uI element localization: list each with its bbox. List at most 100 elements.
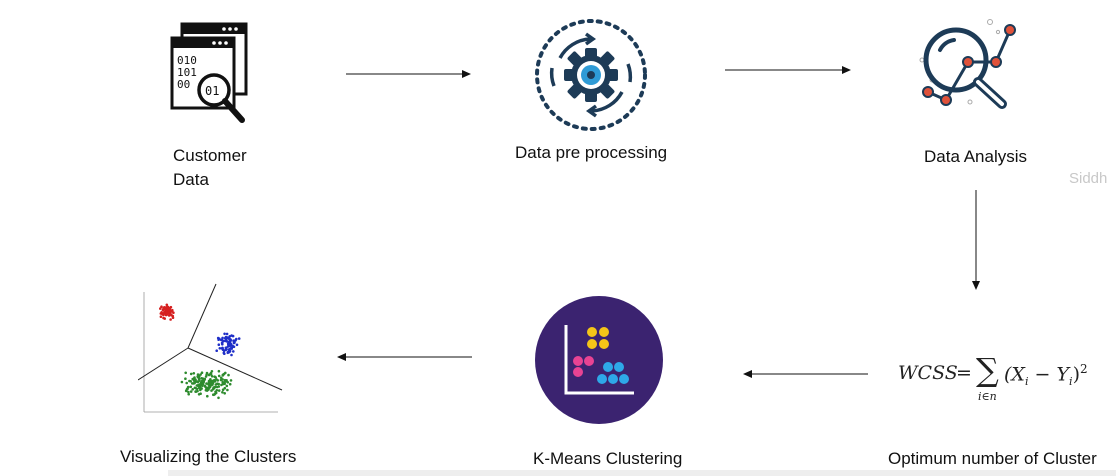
scatter-point: [224, 346, 228, 350]
scatter-point: [226, 388, 229, 392]
scatter-point: [219, 378, 223, 382]
scatter-point: [213, 375, 216, 378]
database-search-icon: 010 101 00 01: [170, 22, 248, 123]
scatter-point: [187, 390, 190, 394]
scatter-point: [187, 392, 190, 396]
scatter-point: [227, 373, 230, 377]
formula-eq: =: [956, 362, 972, 384]
scatter-point: [204, 375, 208, 378]
scatter-point: [220, 341, 224, 345]
scatter-point: [208, 378, 212, 382]
scatter-clusters-icon: [138, 283, 283, 413]
scatter-point: [171, 314, 175, 318]
scatter-point: [184, 371, 187, 375]
scatter-point: [221, 391, 224, 394]
scatter-point: [225, 384, 229, 388]
scatter-point: [223, 352, 226, 355]
optimum-label: Optimum number of Cluster: [888, 449, 1097, 468]
scatter-point: [220, 383, 223, 387]
scatter-point: [237, 337, 241, 340]
scatter-point: [205, 382, 208, 385]
scatter-point: [221, 388, 225, 391]
scatter-point: [195, 387, 199, 391]
scatter-point: [169, 312, 172, 315]
magnifier-analysis-icon: [919, 19, 1016, 109]
formula-sub: i∈n: [978, 390, 997, 403]
scatter-point: [215, 389, 219, 392]
scatter-point: [191, 388, 194, 391]
scatter-point: [159, 307, 162, 310]
scatter-point: [203, 378, 206, 381]
scatter-point: [228, 339, 232, 343]
cluster-boundaries: [138, 283, 283, 391]
scatter-point: [212, 393, 215, 396]
scatter-point: [210, 389, 213, 392]
scatter-point: [221, 346, 224, 350]
customer-data-label: Customer Data: [173, 144, 247, 192]
formula-lhs: WCSS: [898, 362, 958, 384]
customer-data-label-line2: Data: [173, 170, 209, 189]
scatter-point: [217, 343, 221, 346]
scatter-point: [185, 381, 188, 385]
scatter-point: [222, 349, 226, 352]
cluster-blue-points: [215, 332, 241, 357]
scatter-point: [196, 373, 200, 376]
scatter-point: [185, 387, 189, 391]
scatter-point: [164, 311, 168, 314]
scatter-point: [167, 314, 171, 317]
scatter-point: [196, 384, 200, 388]
scatter-point: [163, 317, 166, 320]
scatter-point: [210, 382, 214, 386]
watermark-text: Siddh: [1069, 170, 1108, 187]
scatter-point: [162, 313, 165, 317]
scatter-point: [215, 349, 218, 352]
scatter-point: [210, 375, 214, 378]
scatter-point: [214, 391, 218, 395]
scatter-point: [219, 338, 223, 342]
scatter-point: [223, 392, 226, 395]
scatter-point: [225, 332, 229, 336]
scatter-point: [165, 303, 169, 307]
scatter-point: [218, 347, 222, 350]
scatter-point: [189, 372, 193, 376]
formula-sum: ∑: [976, 351, 999, 389]
scatter-point: [160, 305, 163, 308]
bottom-scroll-bar: [168, 470, 1116, 476]
scatter-point: [226, 345, 230, 348]
wcss-formula: WCSS = ∑ i∈n (Xi − Yi)2: [898, 351, 1098, 405]
scatter-point: [217, 369, 221, 373]
scatter-point: [200, 371, 204, 374]
scatter-point: [230, 353, 233, 357]
scatter-point: [217, 389, 221, 392]
cluster-green-points: [180, 369, 233, 400]
scatter-point: [206, 394, 209, 398]
gear-cycle-icon: [535, 19, 647, 131]
scatter-point: [193, 381, 197, 384]
scatter-point: [219, 376, 223, 380]
analysis-label: Data Analysis: [924, 147, 1027, 166]
scatter-point: [228, 382, 232, 386]
scatter-point: [229, 379, 233, 382]
scatter-point: [197, 376, 200, 379]
kmeans-label: K-Means Clustering: [533, 449, 683, 468]
scatter-point: [235, 343, 239, 347]
scatter-point: [205, 388, 209, 392]
scatter-point: [193, 386, 197, 390]
scatter-point: [184, 377, 187, 380]
svg-text:101: 101: [177, 66, 197, 79]
scatter-point: [201, 384, 204, 388]
scatter-point: [160, 311, 163, 314]
scatter-point: [180, 380, 184, 384]
scatter-point: [213, 380, 217, 383]
scatter-point: [161, 308, 165, 312]
scatter-point: [196, 380, 199, 383]
scatter-point: [235, 337, 238, 341]
cluster-red-points: [159, 303, 175, 321]
scatter-point: [209, 371, 213, 375]
scatter-point: [233, 341, 236, 345]
scatter-point: [207, 386, 210, 389]
scatter-point: [223, 332, 226, 336]
scatter-point: [226, 351, 230, 355]
scatter-point: [223, 336, 227, 340]
